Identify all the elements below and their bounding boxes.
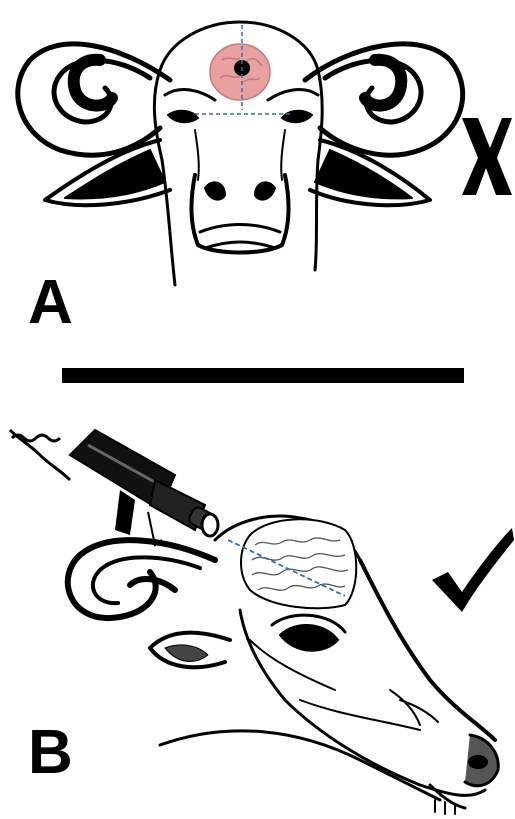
- right-eye: [282, 111, 312, 122]
- captive-bolt-gun-icon: [10, 430, 218, 545]
- left-nostril: [205, 182, 225, 199]
- panel-b-brain-cutaway: [228, 519, 356, 608]
- nostril: [468, 755, 488, 769]
- panel-label-b: B: [28, 722, 73, 784]
- eye: [280, 625, 338, 651]
- panel-a-brain: [195, 25, 290, 114]
- left-eye: [168, 111, 198, 122]
- cross-mark-icon: [462, 118, 512, 195]
- panel-divider: [62, 368, 464, 383]
- check-mark-icon: [432, 528, 514, 612]
- panel-label-a: A: [28, 272, 73, 334]
- right-nostril: [255, 182, 275, 199]
